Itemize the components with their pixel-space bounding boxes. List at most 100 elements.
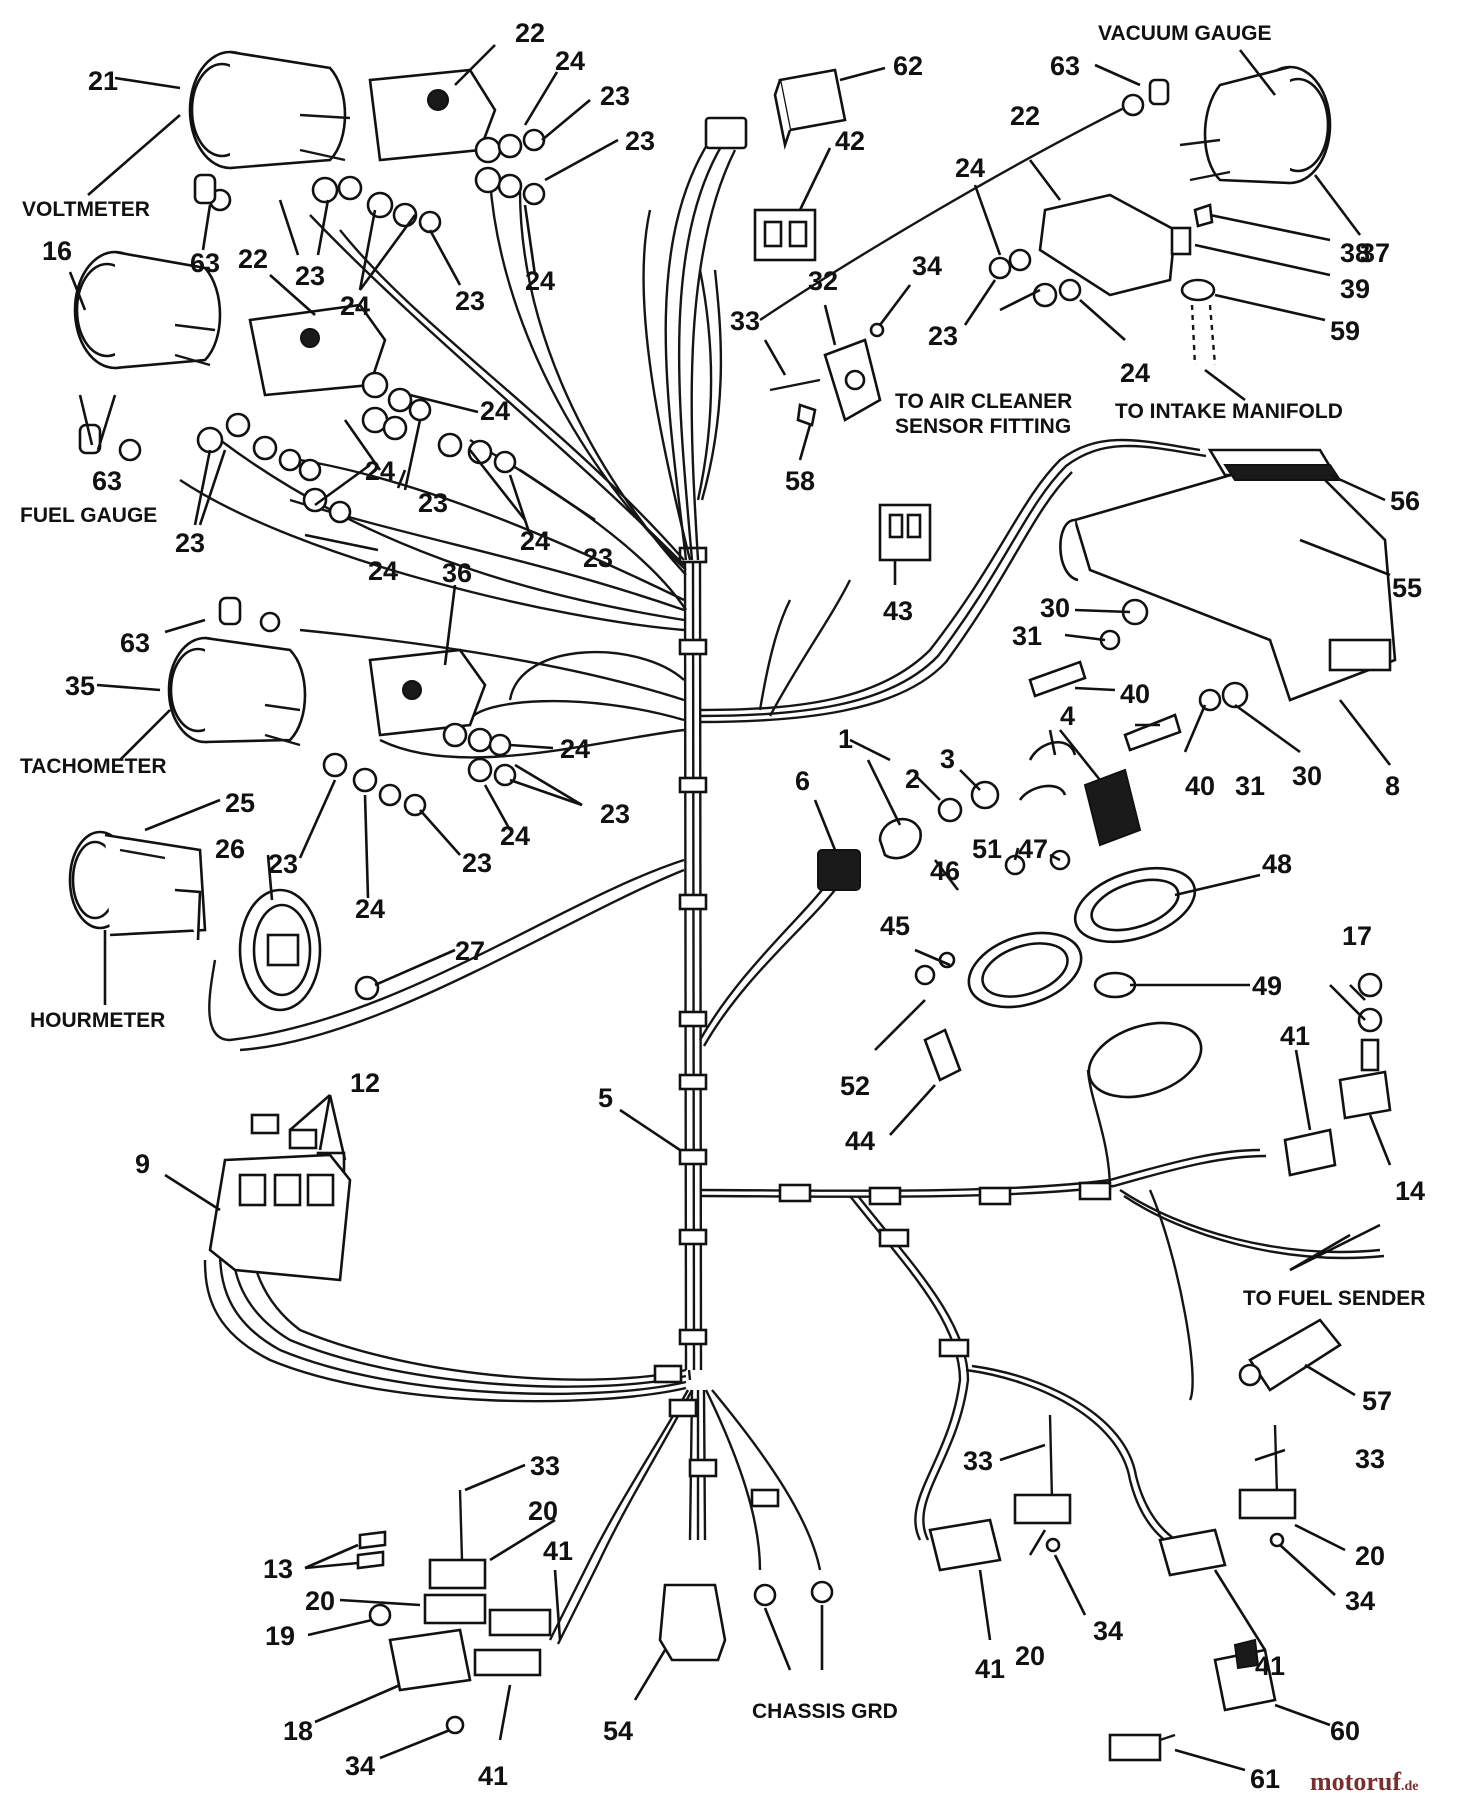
callout: 8 [1385,771,1400,801]
switch-left-20 [356,1489,552,1735]
callout: 23 [600,81,630,111]
callout: 54 [603,1716,633,1746]
air-cleaner-sensor-32 [769,322,885,427]
callout: 25 [225,788,255,818]
callout: 24 [365,456,395,486]
callout: 63 [120,628,150,658]
callout: 24 [340,291,370,321]
callout: 24 [368,556,398,586]
callout: 17 [1342,921,1372,951]
callout: 51 [972,834,1002,864]
callout: 31 [1012,621,1042,651]
callout: 52 [840,1071,870,1101]
callout: 34 [345,1751,375,1781]
relay-socket-42 [753,208,817,262]
sensor-57 [1238,1318,1342,1392]
caption-voltmeter: VOLTMETER [22,198,150,221]
callout: 24 [480,396,510,426]
module-hardware [1028,598,1249,752]
gauge-bracket-22c [1038,193,1177,297]
callout: 63 [92,466,122,496]
gauge-bracket-22a [368,68,497,162]
callout: 5 [598,1083,613,1113]
callout: 62 [893,51,923,81]
connector-43 [878,503,932,562]
relay-62 [773,68,847,151]
callout: 57 [1362,1386,1392,1416]
caption-hourmeter: HOURMETER [30,1009,165,1032]
callout: 24 [955,153,985,183]
callout: 45 [880,911,910,941]
callout: 13 [263,1554,293,1584]
key-switch-assembly [878,740,1142,876]
callout: 23 [600,799,630,829]
callout: 24 [355,894,385,924]
caption-vacuum-gauge: VACUUM GAUGE [1098,22,1271,45]
callout: 24 [520,526,550,556]
callout: 47 [1018,834,1048,864]
callout: 22 [238,244,268,274]
callout: 26 [215,834,245,864]
callout: 34 [912,251,942,281]
callout: 33 [730,306,760,336]
callout: 23 [583,543,613,573]
nuts-washers-tachometer [322,722,517,817]
callout: 44 [845,1126,875,1156]
callout: 2 [905,764,920,794]
callout: 23 [462,848,492,878]
callout: 41 [1255,1651,1285,1681]
watermark-suffix: .de [1401,1779,1419,1794]
callout: 30 [1292,761,1322,791]
caption-to-air-cleaner: TO AIR CLEANER [895,390,1072,413]
callout: 63 [1050,51,1080,81]
fuse-holders-12 [250,1113,346,1173]
chassis-ground-terminals [753,1580,834,1607]
fuse-block-9 [208,1153,352,1282]
watermark-main: motoruf [1310,1767,1401,1796]
callout: 61 [1250,1764,1280,1794]
callout: 59 [1330,316,1360,346]
gauge-bracket-22b [248,303,387,397]
rocker-switch-60 [1213,1638,1277,1712]
micro-switch-61 [1108,1733,1176,1762]
captions: VOLTMETER FUEL GAUGE TACHOMETER HOURMETE… [20,22,1425,1723]
callout: 20 [1015,1641,1045,1671]
callout: 43 [883,596,913,626]
harness-branches-lower [203,1069,1385,1645]
callout-arrows [68,44,1392,1772]
callout: 23 [295,261,325,291]
callout: 27 [455,936,485,966]
connector-56 [1223,464,1342,481]
callout: 23 [928,321,958,351]
callout: 37 [1360,238,1390,268]
callout: 18 [283,1716,313,1746]
callout: 60 [1330,1716,1360,1746]
switch-middle-20 [928,1414,1072,1572]
callout: 19 [265,1621,295,1651]
callout-numbers: 21 22 24 23 23 63 23 24 23 24 16 22 24 6… [42,18,1425,1794]
callout: 20 [1355,1541,1385,1571]
callout: 36 [442,558,472,588]
tachometer-gauge [167,596,307,747]
switch-right-20 [1158,1424,1297,1577]
watermark: motoruf.de [1310,1767,1418,1796]
caption-to-intake-manifold: TO INTAKE MANIFOLD [1115,400,1343,423]
callout: 35 [65,671,95,701]
callout: 24 [525,266,555,296]
callout: 63 [190,248,220,278]
callout: 30 [1040,593,1070,623]
callout: 41 [1280,1021,1310,1051]
caption-fuel-gauge: FUEL GAUGE [20,504,157,527]
gauge-bracket-36 [368,648,487,737]
callout: 22 [515,18,545,48]
callout: 12 [350,1068,380,1098]
callout: 33 [530,1451,560,1481]
fuel-gauge [73,250,222,462]
caption-sensor-fitting: SENSOR FITTING [895,415,1071,438]
callout: 41 [478,1761,508,1791]
callout: 23 [455,286,485,316]
callout: 33 [963,1446,993,1476]
callout: 49 [1252,971,1282,1001]
callout: 46 [930,856,960,886]
